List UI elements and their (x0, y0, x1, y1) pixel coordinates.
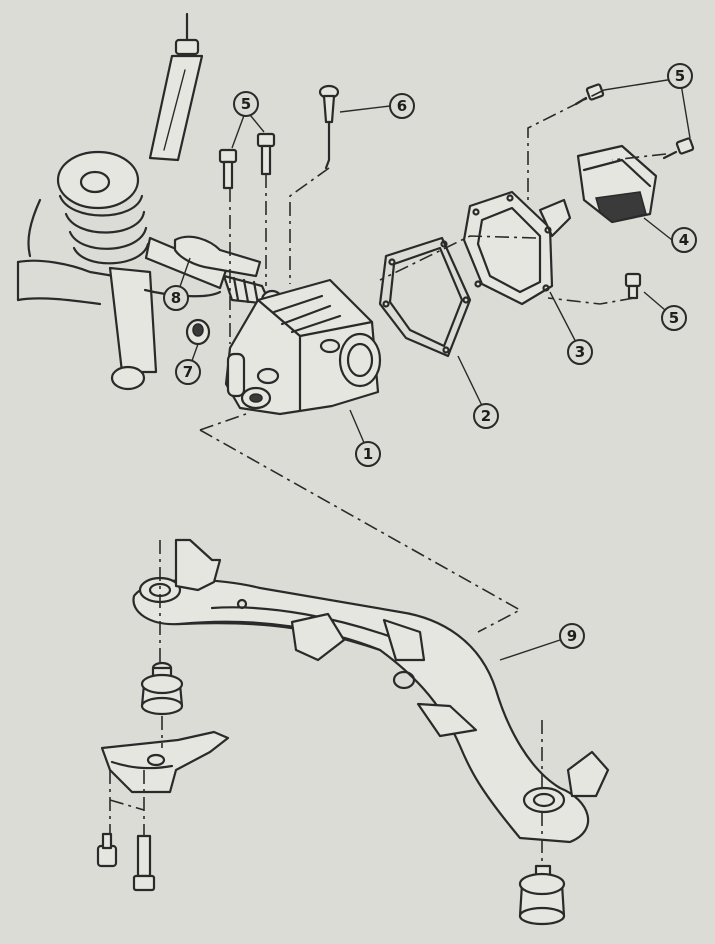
bolt-top-right-a (574, 83, 605, 106)
callout-7: 7 (175, 359, 201, 385)
bolt-top-left-a (218, 148, 238, 190)
bolt-bottom-left-long (132, 834, 156, 892)
bolt-bottom-left (96, 832, 118, 868)
svg-text:5: 5 (669, 309, 679, 327)
callout-5-top-left: 5 (233, 91, 259, 117)
subframe (132, 538, 610, 844)
callout-1: 1 (355, 441, 381, 467)
mounting-block (576, 144, 658, 224)
callout-9: 9 (559, 623, 585, 649)
svg-text:3: 3 (575, 343, 585, 361)
coil-spring (56, 150, 150, 265)
bolt-right-vertical (624, 272, 642, 300)
callout-6: 6 (389, 93, 415, 119)
svg-text:4: 4 (679, 231, 689, 249)
mount-bush-left (140, 661, 184, 716)
callout-4: 4 (671, 227, 697, 253)
alignment-lines (109, 89, 667, 866)
svg-text:7: 7 (183, 363, 193, 381)
bush (185, 318, 211, 346)
shock-absorber (148, 12, 204, 162)
callout-5-right: 5 (661, 305, 687, 331)
bolt-top-left-b (256, 132, 276, 176)
svg-text:1: 1 (363, 445, 373, 463)
rear-cover (462, 190, 572, 306)
svg-text:2: 2 (481, 407, 491, 425)
callout-8: 8 (163, 285, 189, 311)
bolt-top-right-b (662, 137, 695, 160)
support-bracket (100, 730, 230, 794)
locking-pin (318, 84, 340, 170)
bolts (96, 83, 695, 892)
differential-housing (224, 278, 382, 416)
svg-text:5: 5 (241, 95, 251, 113)
gasket (378, 236, 472, 358)
svg-text:9: 9 (567, 627, 577, 645)
svg-text:5: 5 (675, 67, 685, 85)
callout-2: 2 (473, 403, 499, 429)
mount-bush-right (518, 864, 566, 926)
svg-text:6: 6 (397, 97, 407, 115)
callout-3: 3 (567, 339, 593, 365)
svg-text:8: 8 (171, 289, 181, 307)
callout-5-top-right: 5 (667, 63, 693, 89)
